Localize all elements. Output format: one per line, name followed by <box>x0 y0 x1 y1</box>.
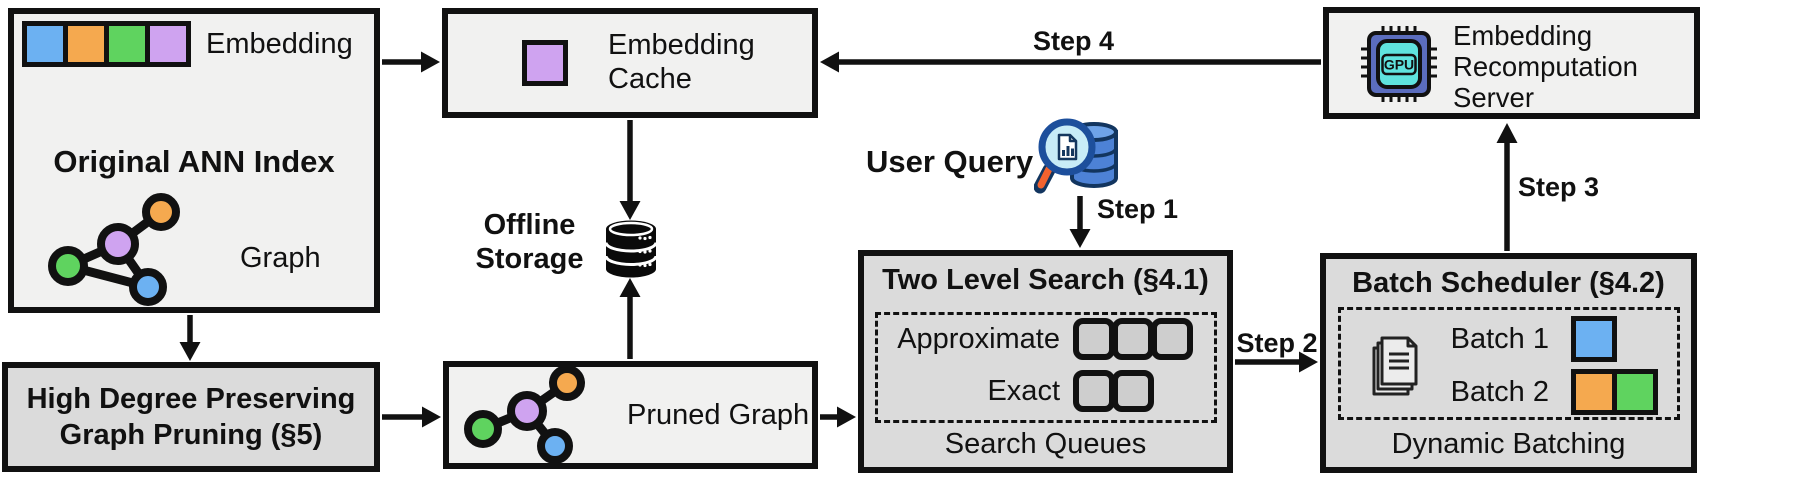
search-queues-panel: Approximate Exact <box>875 312 1217 423</box>
pruned-graph-icon <box>464 367 585 463</box>
exact-queue-row: Exact <box>882 370 1154 412</box>
queue-slot <box>1112 318 1154 360</box>
embedding-cell-green <box>104 21 150 67</box>
batch-2-label: Batch 2 <box>1450 375 1549 408</box>
batch-2-row: Batch 2 <box>1437 369 1658 415</box>
embedding-cell-purple <box>145 21 191 67</box>
batch-2-squares <box>1571 369 1658 415</box>
embedding-cache-label: Embedding Cache <box>608 29 755 95</box>
batch-1-label: Batch 1 <box>1450 322 1549 355</box>
step-1-label: Step 1 <box>1097 194 1179 224</box>
approximate-queue-row: Approximate <box>882 318 1193 360</box>
pruned-graph-box: Pruned Graph <box>443 361 818 469</box>
database-icon <box>604 220 658 278</box>
batch-scheduler-title: Batch Scheduler (§4.2) <box>1352 267 1665 299</box>
user-query-label: User Query <box>866 144 1034 179</box>
step-3-label: Step 3 <box>1518 172 1600 202</box>
pruned-graph-label: Pruned Graph <box>627 398 810 431</box>
embedding-label: Embedding <box>206 27 353 60</box>
queue-slot <box>1073 318 1115 360</box>
batch-2-query-orange <box>1571 369 1617 415</box>
dynamic-batching-panel: Batch 1 Batch 2 <box>1338 307 1680 420</box>
queue-slot <box>1073 370 1115 412</box>
batch-scheduler-box: Batch Scheduler (§4.2) Batch 1 <box>1320 253 1697 473</box>
exact-queue-slots <box>1073 370 1154 412</box>
embedding-recomputation-server-box: GPU Embedding Recomputation Server <box>1323 7 1700 119</box>
documents-icon <box>1372 336 1418 396</box>
step-4-label: Step 4 <box>1033 26 1115 56</box>
embedding-cell-orange <box>63 21 109 67</box>
search-queues-label: Search Queues <box>944 428 1147 460</box>
graph-icon <box>48 193 180 306</box>
queue-slot <box>1151 318 1193 360</box>
batch-1-query-blue <box>1571 316 1617 362</box>
graph-label: Graph <box>240 242 321 274</box>
query-search-icon <box>1034 118 1118 194</box>
recomputation-server-label: Embedding Recomputation Server <box>1453 20 1638 113</box>
embedding-cell-blue <box>22 21 68 67</box>
approximate-queue-slots <box>1073 318 1193 360</box>
batch-1-row: Batch 1 <box>1437 316 1617 362</box>
original-ann-index-box: Embedding Original ANN Index Graph <box>8 8 380 313</box>
queue-slot <box>1112 370 1154 412</box>
offline-storage-label: Offline Storage <box>475 209 584 275</box>
gpu-chip-label: GPU <box>1384 57 1414 73</box>
embedding-vector-strip <box>22 21 191 67</box>
dynamic-batching-label: Dynamic Batching <box>1391 428 1626 460</box>
graph-pruning-box: High Degree Preserving Graph Pruning (§5… <box>2 362 380 472</box>
exact-label: Exact <box>987 374 1060 407</box>
batch-2-query-green <box>1612 369 1658 415</box>
two-level-search-title: Two Level Search (§4.1) <box>882 264 1209 296</box>
original-ann-index-title: Original ANN Index <box>53 144 335 179</box>
graph-pruning-label: High Degree Preserving Graph Pruning (§5… <box>26 383 356 451</box>
embedding-cache-box: Embedding Cache <box>442 8 818 118</box>
step-2-label: Step 2 <box>1236 328 1318 358</box>
two-level-search-box: Two Level Search (§4.1) Approximate Exac… <box>858 250 1233 473</box>
batch-1-squares <box>1571 316 1617 362</box>
gpu-chip-icon: GPU <box>1361 26 1437 102</box>
cached-embedding-square <box>522 40 568 86</box>
approximate-label: Approximate <box>897 322 1060 355</box>
